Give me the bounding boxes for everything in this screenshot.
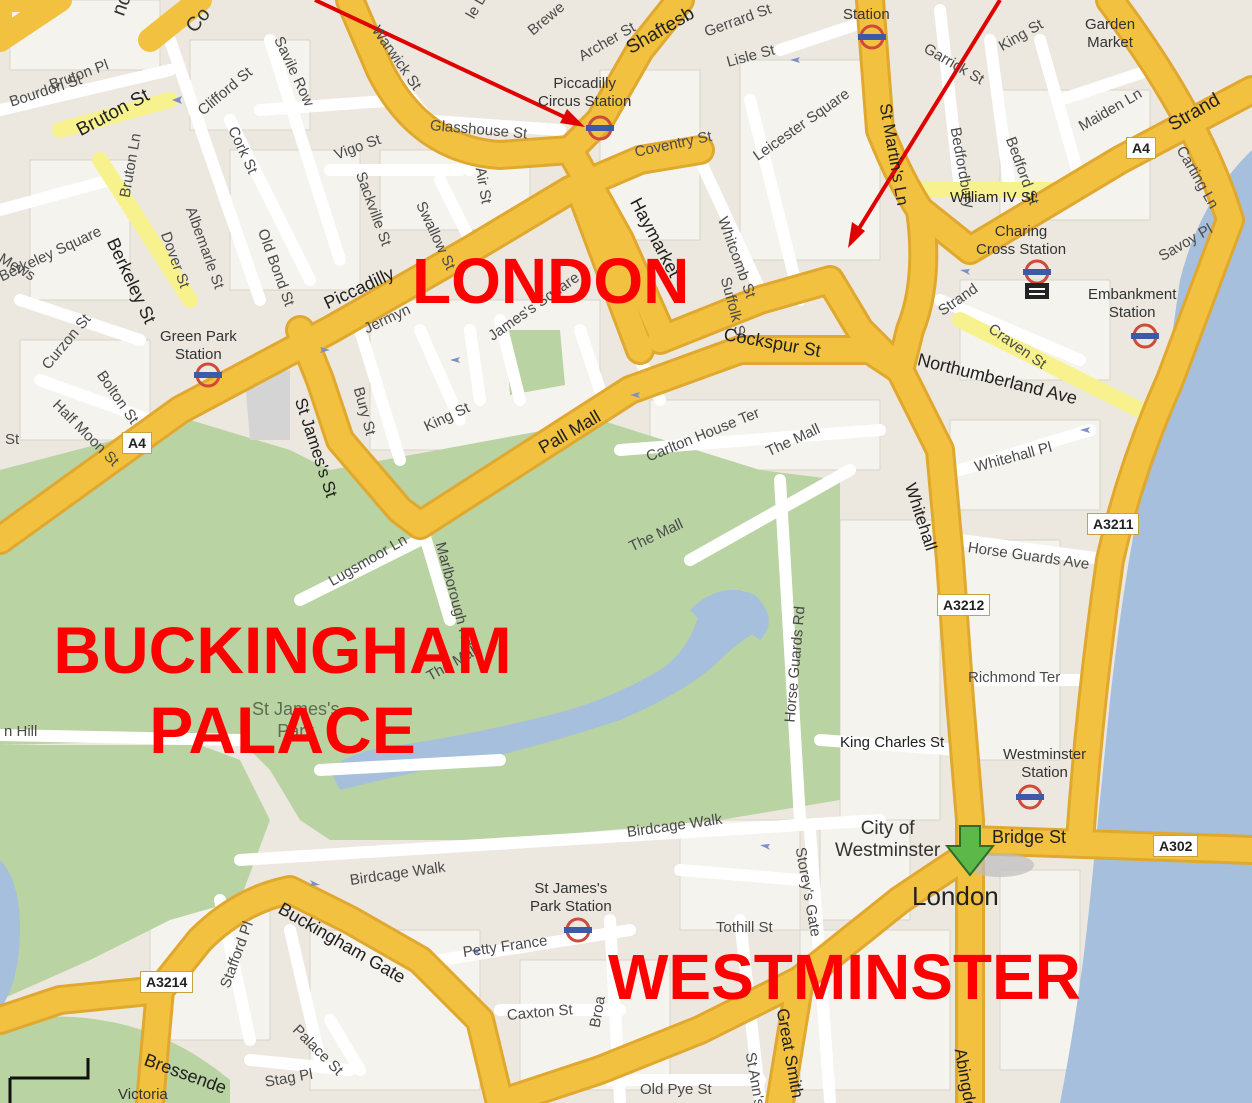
street-label: St: [5, 431, 20, 448]
annotation-buckingham-palace: BUCKINGHAM PALACE: [20, 610, 545, 770]
green-park-path: [0, 1016, 230, 1103]
street-label: Richmond Ter: [968, 669, 1061, 686]
city-of-westminster-label: City of Westminster: [835, 818, 940, 862]
lake-tail: [690, 590, 769, 640]
scale-bar: [8, 1058, 90, 1103]
road-shield-a3212: A3212: [937, 594, 991, 616]
station-label-st-james-park: St James's Park Station: [530, 880, 612, 916]
station-label-line: Cross Station: [976, 241, 1067, 258]
street-label: Old Pye St: [640, 1081, 712, 1098]
park-label-line: Park: [277, 721, 315, 741]
annotation-westminster: WESTMINSTER: [608, 941, 1081, 1013]
station-label-line: Charing: [994, 223, 1048, 240]
station-label-top: Station: [843, 6, 890, 23]
station-label-piccadilly: Piccadilly Circus Station: [538, 75, 631, 111]
station-label-line: Westminster: [1003, 746, 1087, 763]
rail-icon: [1025, 283, 1049, 299]
station-roundel-bars: [194, 34, 1159, 933]
annotation-arrows: [314, 0, 1002, 248]
water-left: [0, 860, 20, 1010]
market-label-line: Garden: [1085, 16, 1136, 33]
annotation-london: LONDON: [412, 245, 690, 317]
station-label-line: Circus Station: [538, 93, 632, 110]
road-shield-a3211: A3211: [1087, 513, 1140, 535]
garden-market-label: Garden Market: [1085, 16, 1135, 52]
station-label-line: St James's: [534, 880, 608, 897]
area-label-line: Westminster: [835, 840, 941, 861]
one-way-arrows: [172, 57, 1090, 955]
station-label-line: Park Station: [530, 898, 612, 915]
road-shield-a302: A302: [1153, 835, 1199, 857]
station-label-embankment: Embankment Station: [1088, 286, 1176, 322]
street-label: Bridge St: [992, 827, 1067, 847]
secondary-roads: [52, 92, 1148, 418]
street-label: n Hill: [4, 723, 38, 740]
park-label-line: St James's: [252, 699, 340, 719]
station-label-line: Station: [175, 346, 222, 363]
st-james-park-lake: [330, 590, 760, 790]
area-label-line: City of: [860, 818, 915, 839]
location-marker: [944, 825, 1034, 877]
park-label: St James's Park: [252, 698, 339, 742]
marker-label: London: [912, 881, 999, 911]
street-label: King Charles St: [840, 734, 945, 751]
road-shield-a4-right: A4: [1126, 137, 1156, 159]
street-label: William IV St: [950, 189, 1036, 206]
station-label-green-park: Green Park Station: [160, 328, 237, 364]
river-thames: [1060, 150, 1252, 1103]
station-label-westminster: Westminster Station: [1003, 746, 1086, 782]
road-shield-a3214: A3214: [140, 971, 194, 993]
station-label-charing-cross: Charing Cross Station: [976, 223, 1066, 259]
city-blocks: [9, 0, 1151, 1091]
annotation-line: PALACE: [149, 693, 416, 767]
victoria-label: Victoria: [118, 1086, 168, 1103]
road-shield-a4-left: A4: [122, 432, 152, 454]
market-label-line: Market: [1087, 34, 1133, 51]
station-label-line: Embankment: [1088, 286, 1177, 303]
green-park-lower: [0, 745, 270, 1000]
station-label-line: Piccadilly: [553, 75, 616, 92]
annotation-line: BUCKINGHAM: [53, 613, 512, 687]
station-label-line: Station: [1108, 304, 1156, 321]
station-label-line: Green Park: [160, 328, 237, 345]
street-label: Tothill St: [716, 919, 773, 936]
station-label-line: Station: [1021, 764, 1068, 781]
green-patch-gray: [245, 370, 290, 440]
